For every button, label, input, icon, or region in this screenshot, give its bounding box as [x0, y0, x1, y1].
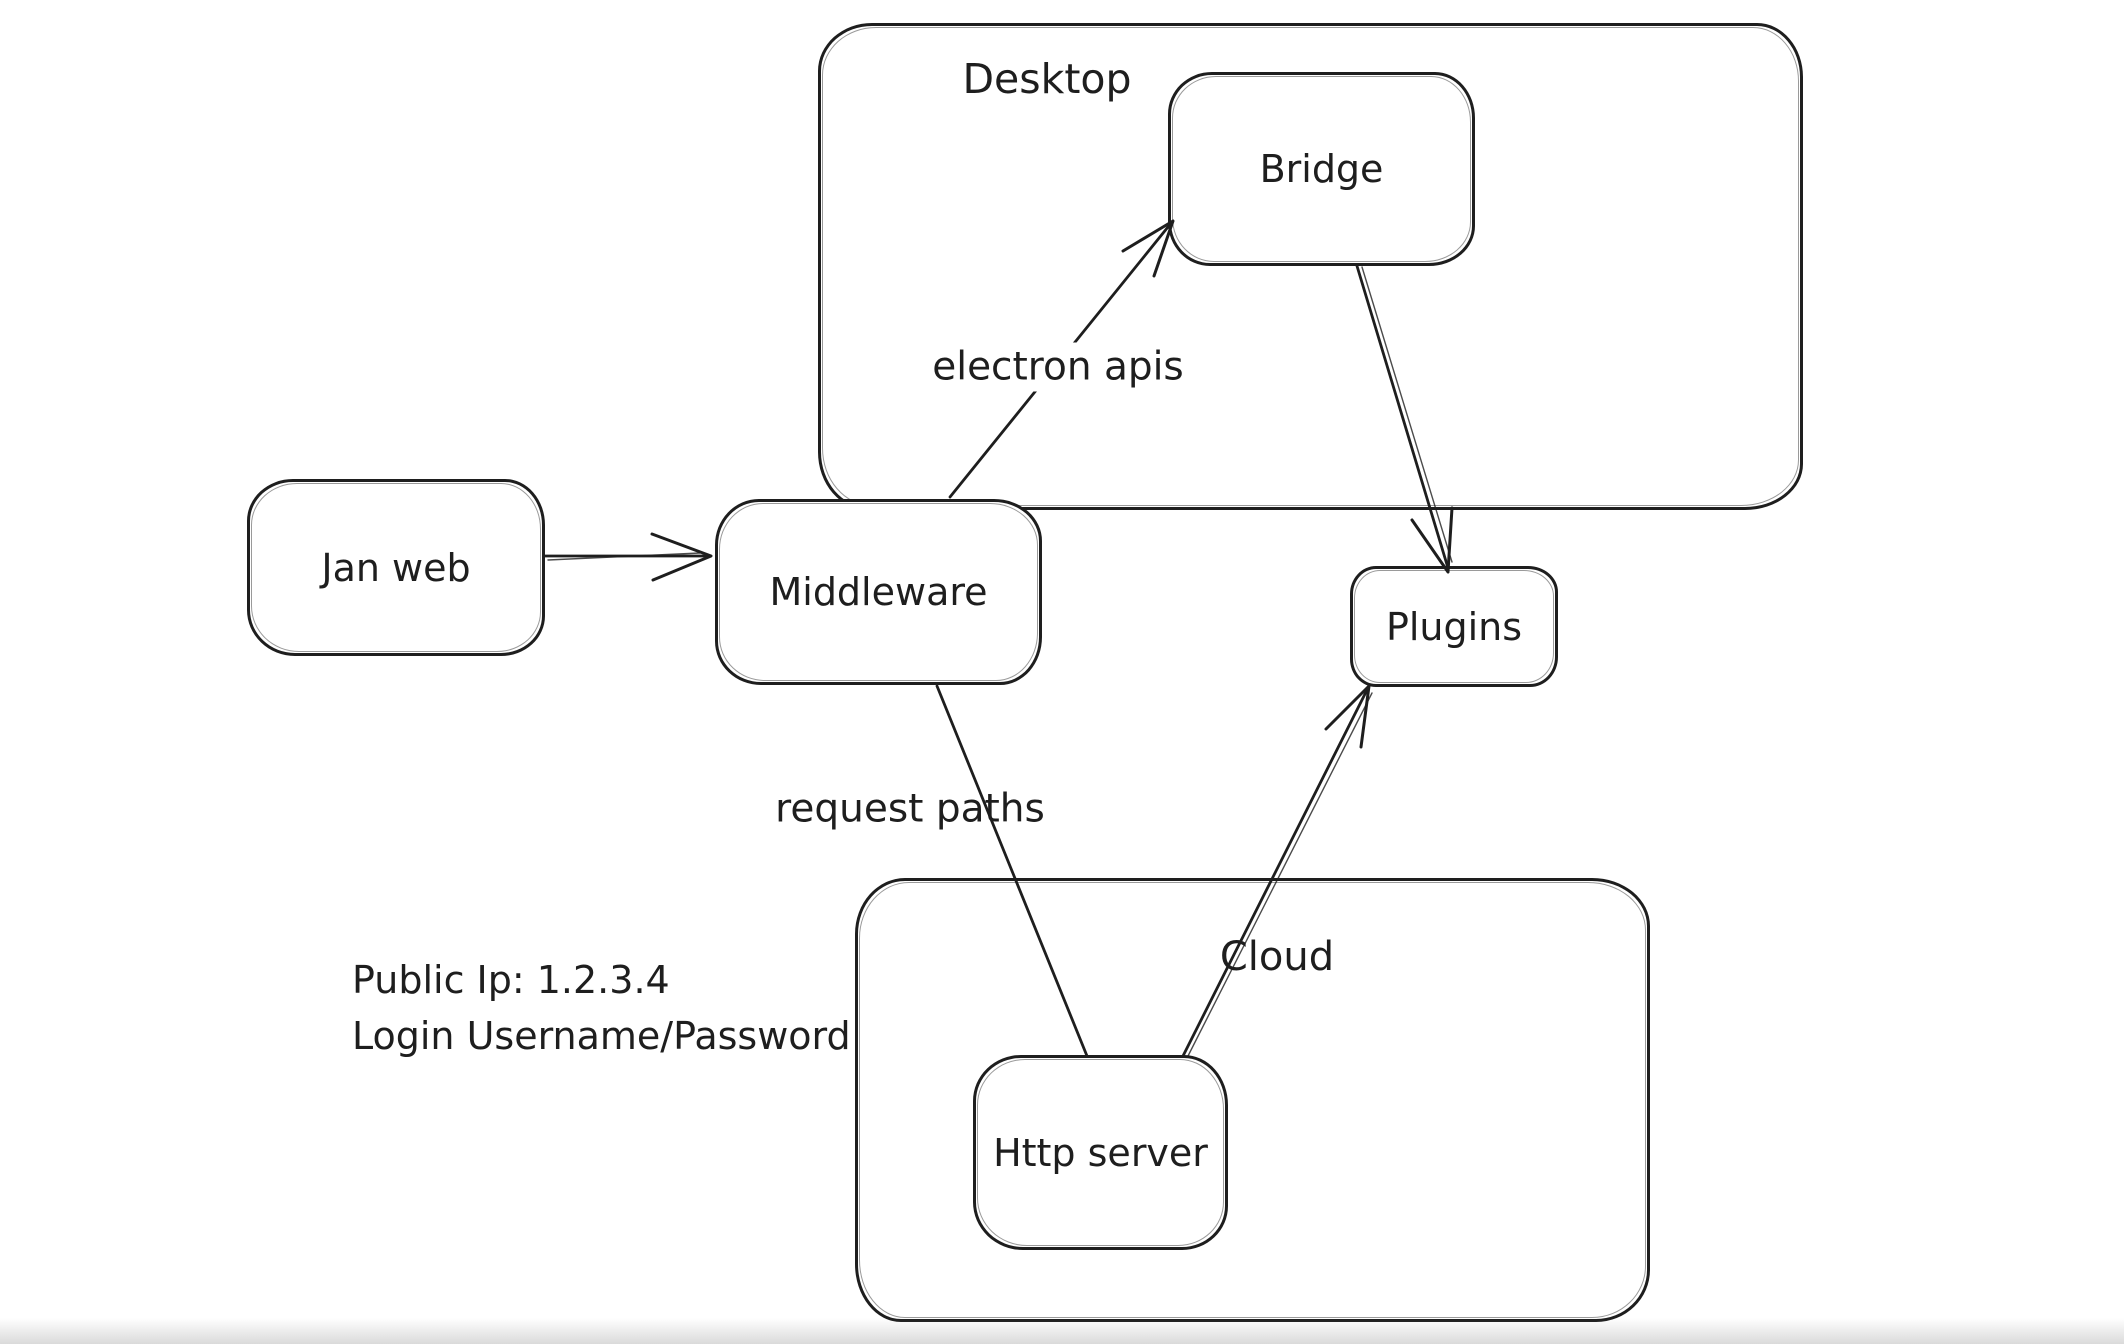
container-desktop[interactable]	[818, 23, 1803, 510]
edge-label-request-paths[interactable]: request paths	[775, 786, 1045, 832]
edge-janweb-middleware[interactable]	[543, 532, 713, 582]
edge-label-electron-apis[interactable]: electron apis	[924, 342, 1192, 392]
node-label-bridge: Bridge	[1259, 147, 1384, 191]
container-label-cloud[interactable]: Cloud	[1219, 934, 1335, 980]
node-jan-web[interactable]: Jan web	[247, 479, 545, 656]
node-label-middleware: Middleware	[769, 570, 988, 614]
container-label-desktop[interactable]: Desktop	[962, 55, 1132, 103]
node-label-http-server: Http server	[993, 1130, 1208, 1175]
annotation-login: Login Username/Password	[352, 1014, 851, 1058]
arrowhead-icon	[1410, 506, 1454, 574]
annotation-public-ip: Public Ip: 1.2.3.4	[352, 958, 670, 1002]
node-http-server[interactable]: Http server	[973, 1055, 1228, 1250]
edge-line-sketch	[547, 552, 701, 561]
node-bridge[interactable]: Bridge	[1168, 72, 1475, 266]
arrowhead-icon	[650, 532, 713, 582]
node-middleware[interactable]: Middleware	[715, 499, 1042, 685]
node-label-jan-web: Jan web	[321, 545, 471, 590]
arrowhead-icon	[1324, 684, 1371, 749]
node-plugins[interactable]: Plugins	[1350, 566, 1558, 687]
annotation-credentials[interactable]: Public Ip: 1.2.3.4 Login Username/Passwo…	[352, 952, 851, 1064]
node-label-plugins: Plugins	[1385, 604, 1523, 649]
